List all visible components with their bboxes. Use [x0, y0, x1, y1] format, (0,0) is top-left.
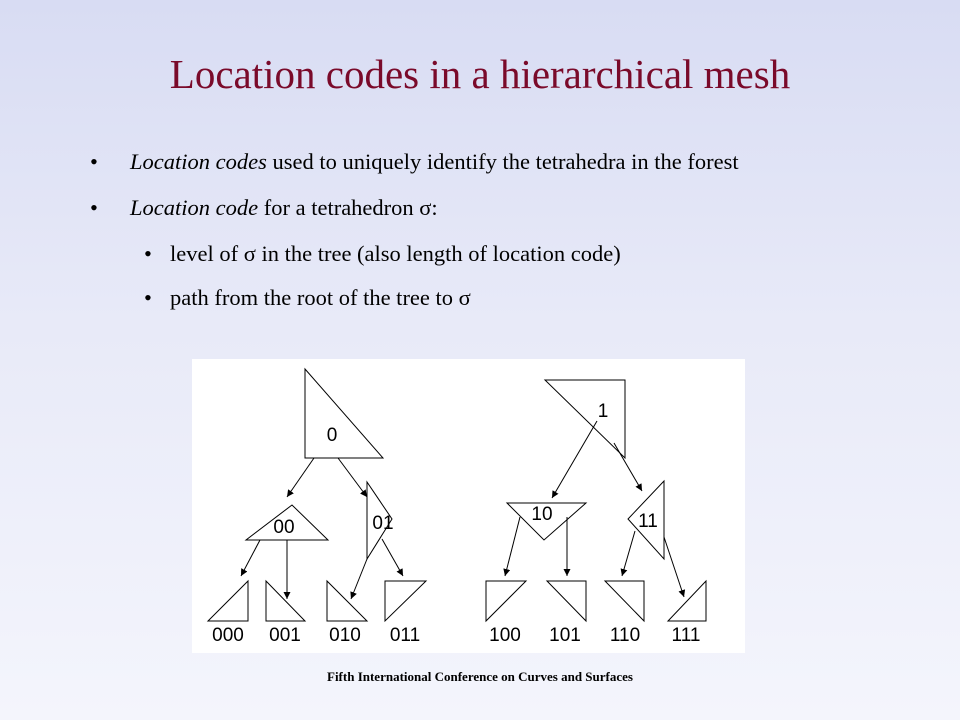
bullet-text: used to uniquely identify the tetrahedra… [266, 149, 739, 174]
tree-figure: 0 00 01 000 001 010 011 1 10 11 100 101 … [192, 359, 745, 653]
triangle-node-001 [265, 579, 307, 622]
label-node-110: 110 [610, 625, 640, 646]
triangle-node-10 [505, 502, 588, 541]
slide-footer: Fifth International Conference on Curves… [327, 669, 633, 684]
edge-01-010 [350, 558, 368, 600]
triangle-node-010 [326, 579, 369, 622]
label-node-011: 011 [390, 625, 420, 646]
label-node-100: 100 [489, 625, 521, 646]
triangle-node-111 [666, 579, 707, 622]
triangle-node-101 [545, 580, 587, 623]
edge-0-00 [286, 457, 315, 498]
bullet-list: Location codes used to uniquely identify… [90, 146, 890, 326]
edge-1-11 [613, 442, 643, 492]
sub-bullet-level: level of σ in the tree (also length of l… [144, 238, 890, 270]
bullet-location-code: Location code for a tetrahedron σ: [90, 192, 890, 224]
triangle-node-1 [543, 379, 626, 460]
bullet-location-codes: Location codes used to uniquely identify… [90, 146, 890, 178]
label-node-111: 111 [672, 625, 701, 646]
label-node-11: 11 [638, 511, 658, 532]
label-node-1: 1 [598, 401, 609, 422]
label-node-010: 010 [329, 625, 361, 646]
edge-0-01 [337, 457, 368, 498]
edge-11-110 [620, 530, 636, 577]
edge-10-100 [503, 516, 521, 577]
triangle-node-100 [485, 580, 528, 623]
label-node-000: 000 [212, 625, 244, 646]
label-node-00: 00 [273, 517, 294, 538]
triangle-node-000 [206, 579, 249, 622]
label-node-101: 101 [549, 625, 581, 646]
label-node-01: 01 [372, 513, 393, 534]
label-node-0: 0 [327, 425, 338, 446]
tree-diagram: 0 00 01 000 001 010 011 1 10 11 100 101 … [206, 367, 707, 646]
triangle-node-01 [366, 480, 393, 561]
edge-00-000 [240, 539, 261, 577]
sub-bullet-path: path from the root of the tree to σ [144, 282, 890, 314]
edge-01-011 [381, 538, 404, 577]
label-node-001: 001 [269, 625, 301, 646]
triangle-node-011 [384, 580, 428, 623]
edge-1-10 [551, 420, 598, 499]
label-node-10: 10 [531, 504, 552, 525]
bullet-emphasis: Location code [130, 195, 259, 220]
triangle-node-11 [627, 479, 665, 561]
bullet-text: for a tetrahedron σ: [258, 195, 438, 220]
slide-title: Location codes in a hierarchical mesh [169, 51, 791, 97]
triangle-node-110 [603, 580, 645, 623]
triangle-node-0 [304, 367, 385, 459]
edge-11-111 [663, 536, 686, 598]
bullet-emphasis: Location codes [130, 149, 267, 174]
